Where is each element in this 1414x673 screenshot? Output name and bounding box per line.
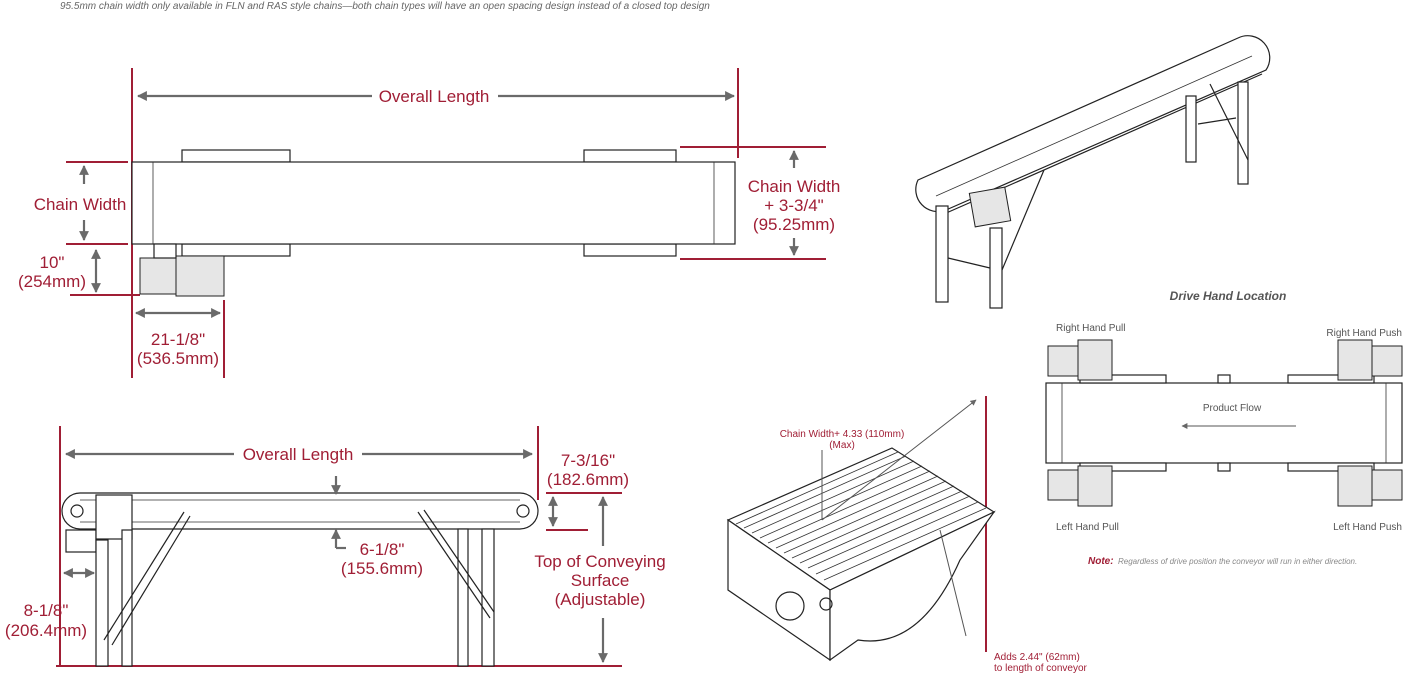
- top-view: Overall Length Chain Width 10" (254mm) 2…: [18, 68, 840, 378]
- note-text: Regardless of drive position the conveyo…: [1118, 557, 1357, 566]
- drive-hand-conveyor-body: [1045, 382, 1403, 464]
- top-surface-line1: Top of Conveying: [534, 552, 665, 571]
- right-hand-push-label: Right Hand Push: [1326, 328, 1402, 339]
- chain-end-curve: [829, 510, 996, 662]
- bottom-bracket-right: [583, 243, 677, 257]
- leg-left-front: [95, 539, 109, 667]
- drive-length-metric: (536.5mm): [137, 349, 219, 368]
- adds-length-leader: [939, 529, 967, 637]
- iso-leg-1: [935, 205, 949, 303]
- chain-width-max-line2: (Max): [829, 440, 855, 451]
- right-hand-pull-label: Right Hand Pull: [1056, 323, 1125, 334]
- drive-motor: [175, 255, 225, 297]
- isometric-conveyor-view: [915, 35, 1271, 309]
- motor-right-hand-pull-b: [1077, 339, 1113, 381]
- drive-offset-metric: (254mm): [18, 272, 86, 291]
- side-overall-length-label: Overall Length: [243, 445, 354, 464]
- end-height-metric: (182.6mm): [547, 470, 629, 489]
- leg-offset-metric: (206.4mm): [5, 621, 87, 640]
- left-hand-pull-label: Left Hand Pull: [1056, 522, 1119, 533]
- drive-hand-location: Drive Hand Location Right Hand Pull Righ…: [1045, 289, 1403, 567]
- chain-detail-view: Chain Width+ 4.33 (110mm) (Max) Adds 2.4…: [726, 396, 1088, 673]
- iso-conveyor-body: [915, 35, 1271, 213]
- drive-gearbox: [139, 257, 177, 295]
- iso-leg-4: [1237, 81, 1249, 185]
- chain-sprocket: [775, 591, 805, 621]
- motor-right-hand-push-a: [1337, 339, 1373, 381]
- leg-right-front: [481, 528, 495, 667]
- chain-width-leader: [821, 399, 977, 521]
- iso-leg-2: [989, 227, 1003, 309]
- side-width-line1: Chain Width: [748, 177, 841, 196]
- top-overall-length-label: Overall Length: [379, 87, 490, 106]
- adds-length-line2: to length of conveyor: [994, 663, 1088, 673]
- belt-height-value: 6-1/8": [360, 540, 405, 559]
- note-label: Note:: [1088, 556, 1114, 567]
- top-surface-line3: (Adjustable): [555, 590, 646, 609]
- left-hand-push-label: Left Hand Push: [1333, 522, 1402, 533]
- iso-leg-3: [1185, 95, 1197, 163]
- leg-right-back: [457, 528, 469, 667]
- bottom-bracket-left: [181, 243, 291, 257]
- drive-length-value: 21-1/8": [151, 330, 205, 349]
- leg-left-back: [121, 529, 133, 667]
- header-note: 95.5mm chain width only available in FLN…: [60, 1, 710, 12]
- drive-offset-value: 10": [40, 253, 65, 272]
- product-flow-label: Product Flow: [1203, 403, 1262, 414]
- belt-height-metric: (155.6mm): [341, 559, 423, 578]
- motor-left-hand-push-a: [1337, 465, 1373, 507]
- motor-left-hand-pull-a: [1047, 469, 1079, 501]
- top-surface-line2: Surface: [571, 571, 630, 590]
- side-conveyor-rail: [61, 492, 539, 530]
- top-bracket-left: [181, 149, 291, 163]
- side-width-line2: + 3-3/4": [764, 196, 823, 215]
- right-diagonal-brace: [417, 511, 491, 619]
- side-drive-gearbox: [65, 529, 97, 553]
- left-diagonal-brace: [103, 511, 185, 641]
- top-bracket-right: [583, 149, 677, 163]
- motor-right-hand-pull-a: [1047, 345, 1079, 377]
- side-view: Overall Length 7-3/16" (182.6mm) 6-1/8" …: [5, 426, 666, 667]
- motor-right-hand-push-b: [1371, 345, 1403, 377]
- conveyor-body-top: [131, 161, 736, 245]
- adds-length-line1: Adds 2.44" (62mm): [994, 652, 1080, 663]
- end-height-value: 7-3/16": [561, 451, 615, 470]
- chain-width-max-line1: Chain Width+ 4.33 (110mm): [780, 429, 905, 440]
- motor-left-hand-push-b: [1371, 469, 1403, 501]
- chain-width-label: Chain Width: [34, 195, 127, 214]
- drive-sprocket: [70, 504, 84, 518]
- chain-slats: [735, 451, 987, 581]
- leg-offset-value: 8-1/8": [24, 601, 69, 620]
- idler-sprocket: [516, 504, 530, 518]
- iso-drive-motor: [968, 186, 1012, 228]
- drive-hand-title: Drive Hand Location: [1170, 289, 1287, 303]
- motor-left-hand-pull-b: [1077, 465, 1113, 507]
- side-width-line3: (95.25mm): [753, 215, 835, 234]
